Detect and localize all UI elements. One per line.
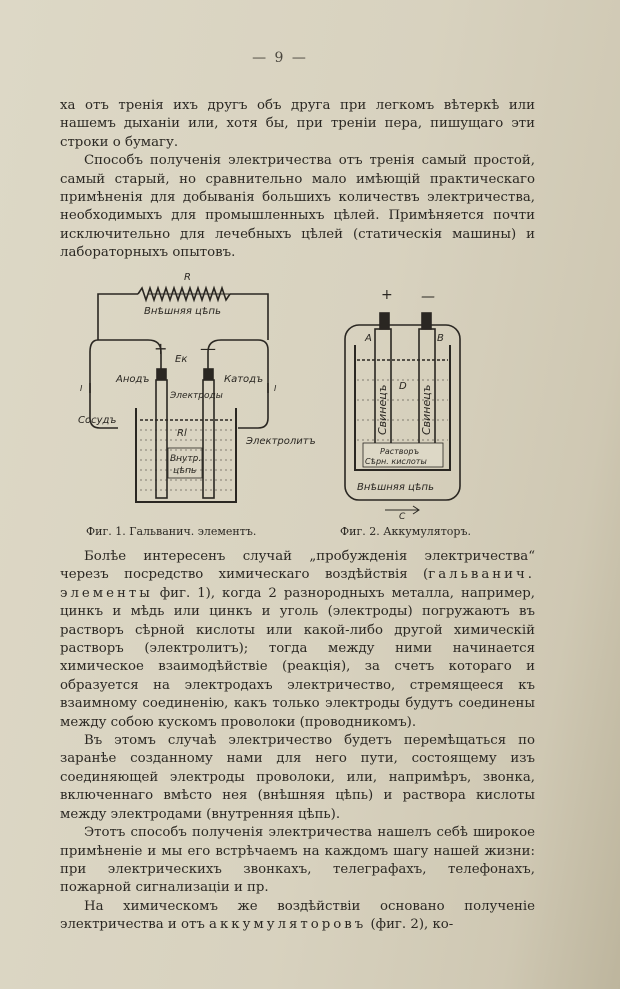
label-cathode: Катодъ (224, 374, 263, 385)
label-plus: + (154, 339, 167, 358)
figure2-caption: Фиг. 2. Аккумуляторъ. (340, 525, 471, 538)
label-anode: Анодъ (115, 374, 149, 385)
label-internal-circuit-2: цѣпь (173, 466, 196, 476)
label-external-circuit: Внѣшняя цѣпь (144, 306, 221, 317)
accumulator-diagram: + — А В D Свинецъ Свинецъ Растворъ Сѣрн.… (344, 287, 461, 520)
label-solution-1: Растворъ (380, 447, 419, 456)
label-minus: — (200, 339, 216, 358)
paragraph-accumulators: На химическомъ же воздѣйствіи основано п… (60, 898, 535, 935)
label-minus: — (421, 289, 435, 305)
page-number: — 9 — (252, 50, 308, 66)
label-d: D (399, 381, 407, 392)
label-current-left: I (80, 384, 83, 393)
label-electrodes: Электроды (169, 391, 223, 401)
paragraph-galvanic-spaced: гальванич. элементы (60, 567, 535, 601)
label-a: А (364, 333, 372, 344)
label-lead-right: Свинецъ (420, 384, 433, 435)
label-ek: Ек (175, 354, 187, 365)
paragraph-galvanic-part2: фиг. 1), когда 2 разнородныхъ металла, н… (60, 585, 535, 730)
paragraph-accumulators-part2: (фиг. 2), ко- (366, 917, 454, 933)
paragraph-accumulators-part1: На химическомъ же воздѣйствіи основано п… (60, 898, 535, 933)
paragraph-galvanic-part1: Болѣе интересенъ случай „пробужденія эле… (60, 549, 535, 583)
figure1-caption: Фиг. 1. Гальванич. элементъ. (86, 525, 257, 538)
bottom-text: Болѣе интересенъ случай „пробужденія эле… (60, 548, 535, 935)
label-internal-circuit-1: Внутр. (170, 454, 201, 464)
paragraph-current-path: Въ этомъ случаѣ электричество будетъ пер… (60, 733, 535, 822)
label-lead-left: Свинецъ (376, 384, 389, 435)
figure-galvanic-cell: R Внѣшняя цѣпь + — Ек Анодъ Катодъ Элект… (78, 268, 318, 513)
label-ri: Rі (177, 427, 187, 439)
label-solution-2: Сѣрн. кислоты (365, 457, 427, 466)
paragraph-accumulators-spaced: аккумуляторовъ (209, 917, 367, 933)
galvanic-cell-diagram: R Внѣшняя цѣпь + — Ек Анодъ Катодъ Элект… (78, 272, 316, 503)
paragraph-applications: Этотъ способъ полученія электричества на… (60, 825, 535, 896)
label-plus: + (381, 287, 393, 303)
paragraph-galvanic: Болѣе интересенъ случай „пробужденія эле… (60, 548, 535, 732)
label-b: В (437, 333, 444, 344)
label-vessel: Сосудъ (78, 415, 117, 426)
figure-accumulator: + — А В D Свинецъ Свинецъ Растворъ Сѣрн.… (335, 285, 470, 520)
paragraph-friction: Способъ полученія электричества отъ трен… (60, 153, 535, 261)
top-text: ха отъ тренія ихъ другъ объ друга при ле… (60, 97, 535, 263)
label-c: С (399, 512, 406, 520)
label-external-circuit: Внѣшняя цѣпь (357, 482, 434, 493)
paragraph-continuation: ха отъ тренія ихъ другъ объ друга при ле… (60, 98, 535, 150)
label-r: R (184, 272, 191, 283)
label-current-right: I (274, 384, 277, 393)
label-electrolyte: Электролитъ (245, 436, 316, 447)
